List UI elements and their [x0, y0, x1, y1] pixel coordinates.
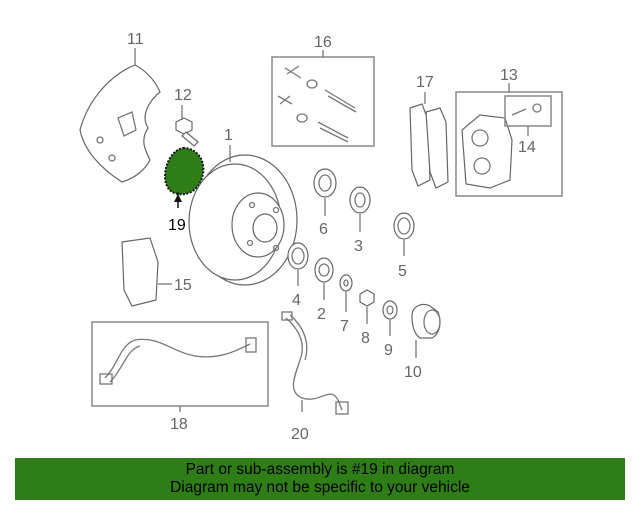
- part-11-dust-shield[interactable]: [79, 48, 161, 183]
- part-18-box[interactable]: [91, 321, 269, 407]
- part-3-bearing[interactable]: [349, 186, 371, 232]
- callout-15: 15: [174, 277, 192, 294]
- callout-18: 18: [170, 416, 188, 433]
- part-19-tone-ring[interactable]: [164, 146, 205, 208]
- callout-11: 11: [127, 31, 144, 48]
- callout-20: 20: [291, 426, 309, 443]
- part-8-nut[interactable]: [359, 289, 375, 324]
- part-5-race[interactable]: [393, 212, 415, 256]
- callout-10: 10: [404, 364, 422, 381]
- part-10-dust-cap[interactable]: [411, 303, 441, 358]
- info-banner: Part or sub-assembly is #19 in diagram D…: [15, 458, 625, 500]
- callout-7: 7: [340, 318, 349, 335]
- part-4-race[interactable]: [287, 242, 309, 286]
- callout-6: 6: [319, 221, 328, 238]
- part-15-bracket[interactable]: [121, 237, 172, 307]
- callout-13: 13: [500, 67, 518, 84]
- callout-5: 5: [398, 263, 407, 280]
- banner-line-2: Diagram may not be specific to your vehi…: [170, 479, 470, 496]
- part-17-brake-pads[interactable]: [409, 92, 449, 189]
- part-20-abs-sensor[interactable]: [281, 311, 349, 415]
- callout-2: 2: [317, 306, 326, 323]
- part-18-abs-sensor: [99, 337, 257, 385]
- callout-14: 14: [518, 139, 536, 156]
- part-14-bleeder: [511, 103, 542, 136]
- part-2-bearing[interactable]: [314, 257, 334, 300]
- callout-12: 12: [174, 87, 192, 104]
- part-6-seal[interactable]: [313, 168, 337, 216]
- callout-4: 4: [292, 292, 301, 309]
- callout-1: 1: [224, 127, 233, 144]
- part-14-box[interactable]: [504, 95, 552, 127]
- parts-diagram: 11 12 19 1 16: [79, 31, 563, 443]
- callout-19: 19: [168, 217, 186, 234]
- callout-8: 8: [361, 330, 370, 347]
- part-1-brake-rotor[interactable]: [188, 145, 298, 286]
- callout-17: 17: [416, 74, 434, 91]
- callout-9: 9: [384, 342, 393, 359]
- part-7-washer[interactable]: [339, 274, 353, 312]
- part-16-caliper-hardware: [277, 65, 357, 143]
- part-13-caliper: [461, 114, 513, 189]
- banner-line-1: Part or sub-assembly is #19 in diagram: [185, 461, 455, 478]
- callout-16: 16: [314, 34, 332, 51]
- part-12-bolt[interactable]: [175, 105, 199, 147]
- callout-3: 3: [354, 238, 363, 255]
- part-9-washer[interactable]: [382, 300, 398, 336]
